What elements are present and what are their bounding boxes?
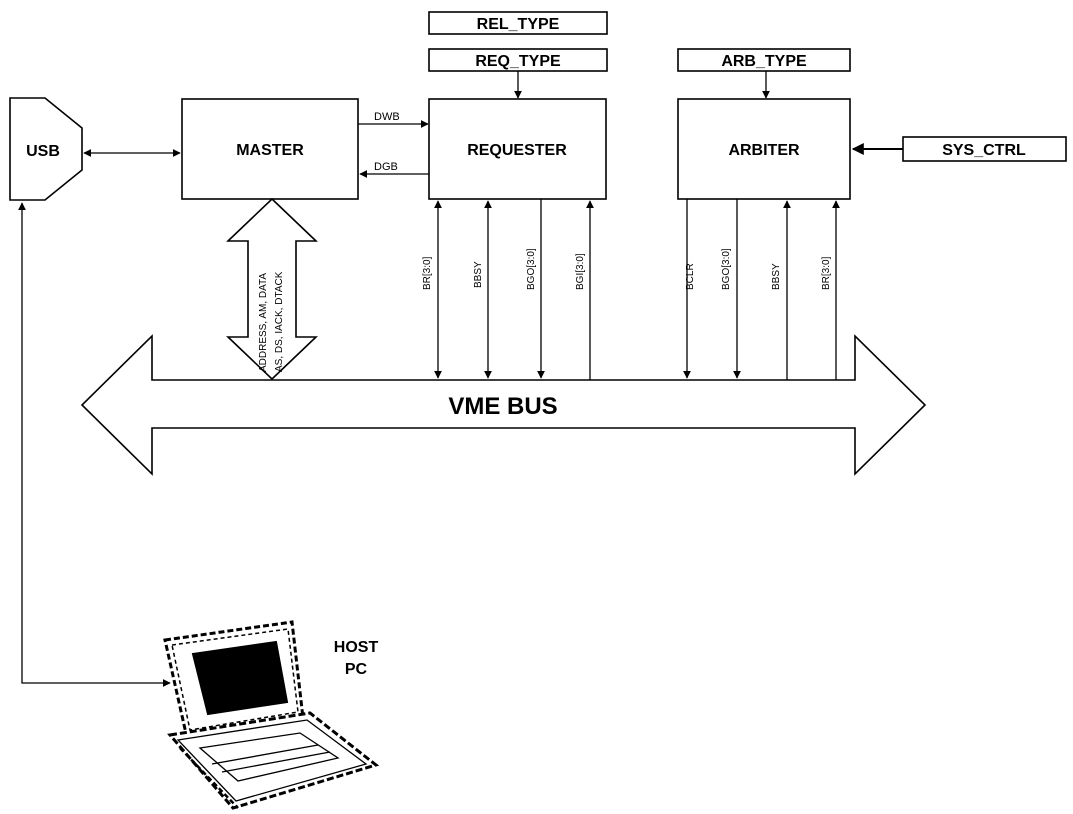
arbiter-block: ARBITER <box>677 98 851 200</box>
usb-block: USB <box>9 97 83 201</box>
arb-type-label: ARB_TYPE <box>721 53 807 70</box>
master-bus-label-line1: ADDRESS, AM, DATA <box>258 273 269 372</box>
usb-host-link <box>18 202 171 687</box>
master-block: MASTER <box>181 98 359 200</box>
requester-label: REQUESTER <box>467 142 567 159</box>
req-type-block: REQ_TYPE <box>428 48 608 72</box>
arbiter-label: ARBITER <box>728 142 800 159</box>
host-pc-label-line1: HOST <box>334 639 379 656</box>
requester-signals: BR[3:0] BBSY BGO[3:0] BGI[3:0] <box>422 199 594 380</box>
arb-type-block: ARB_TYPE <box>677 48 851 72</box>
rel-type-block: REL_TYPE <box>428 11 608 35</box>
arb-bclr-label: BCLR <box>685 263 696 290</box>
arb-bbsy-label: BBSY <box>771 263 782 290</box>
master-bus-arrow: ADDRESS, AM, DATA AS, DS, IACK, DTACK <box>226 197 318 381</box>
rel-type-label: REL_TYPE <box>477 16 560 33</box>
arb-bgo-label: BGO[3:0] <box>721 248 732 290</box>
vme-bus: VME BUS <box>80 334 927 476</box>
sys-ctrl-label: SYS_CTRL <box>942 142 1026 159</box>
dwb-label: DWB <box>374 111 400 123</box>
requester-block: REQUESTER <box>428 98 607 200</box>
master-label: MASTER <box>236 142 304 159</box>
host-pc-label-line2: PC <box>345 661 368 678</box>
master-bus-label-line2: AS, DS, IACK, DTACK <box>274 271 285 372</box>
arbiter-signals: BCLR BGO[3:0] BBSY BR[3:0] <box>683 199 840 380</box>
usb-label: USB <box>26 143 60 160</box>
req-type-label: REQ_TYPE <box>475 53 561 70</box>
req-bgi-label: BGI[3:0] <box>575 253 586 290</box>
laptop-icon <box>163 620 380 810</box>
arb-br-label: BR[3:0] <box>821 256 832 290</box>
dgb-label: DGB <box>374 161 398 173</box>
req-br-label: BR[3:0] <box>422 256 433 290</box>
sys-ctrl-block: SYS_CTRL <box>902 136 1067 162</box>
vme-bus-label: VME BUS <box>448 393 557 420</box>
req-bgo-label: BGO[3:0] <box>526 248 537 290</box>
req-bbsy-label: BBSY <box>473 261 484 288</box>
